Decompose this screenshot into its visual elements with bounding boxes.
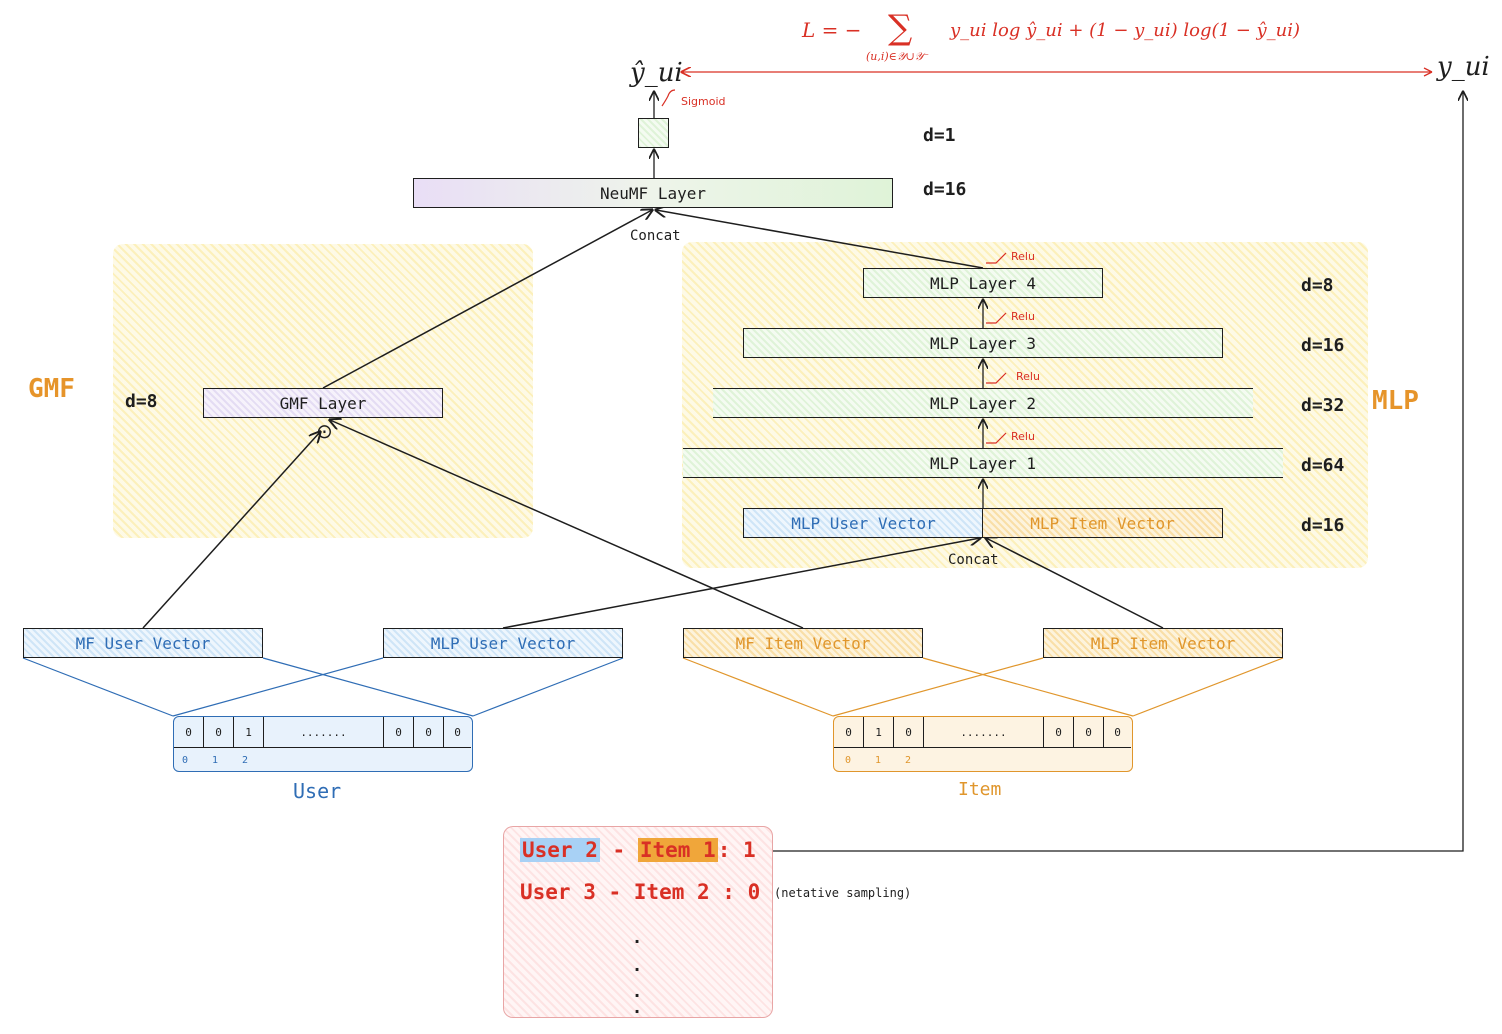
mlp-layer-4: MLP Layer 4 [863, 268, 1103, 298]
sample-row-2: User 3 - Item 2 : 0 [520, 880, 761, 904]
y-hat-label: ŷ_ui [630, 58, 683, 88]
user-cell: 0 [454, 725, 461, 739]
negative-sampling-note: (netative sampling) [774, 886, 912, 900]
sample-value: : 1 [717, 838, 756, 862]
dim-mlp1: d=64 [1301, 455, 1345, 476]
item-cell: 0 [834, 717, 864, 747]
mf-item-vector-label: MF Item Vector [735, 633, 871, 653]
item-index: 0 [845, 755, 852, 766]
neumf-layer: NeuMF Layer [413, 178, 893, 208]
dim-gmf: d=8 [125, 391, 158, 412]
item-index: 2 [905, 755, 912, 766]
y-label: y_ui [1437, 52, 1490, 82]
mlp-user-vector-concat: MLP User Vector [743, 508, 984, 538]
mlp-layer-1: MLP Layer 1 [683, 448, 1283, 478]
sample-continuation-dot: . [634, 982, 641, 1001]
mlp-layer-1-label: MLP Layer 1 [930, 453, 1036, 473]
dim-neumf: d=16 [923, 179, 967, 200]
mlp-layer-2-label: MLP Layer 2 [930, 393, 1036, 413]
user-cell: 0 [204, 717, 234, 747]
sample-item-highlight: Item 1 [637, 838, 718, 862]
loss-sum-symbol: ∑ [888, 8, 913, 48]
relu-label-4: Relu [1011, 250, 1035, 263]
item-label: Item [958, 779, 1002, 800]
sample-continuation-dot: . [634, 998, 641, 1017]
dim-output: d=1 [923, 125, 956, 146]
concat-mid-label: Concat [948, 552, 999, 568]
mlp-section-label: MLP [1372, 386, 1419, 416]
mlp-item-vector: MLP Item Vector [1043, 628, 1283, 658]
user-cell: 0 [414, 717, 444, 747]
item-onehot-vector: 0 1 0 ....... 0 0 0 0 1 2 [833, 716, 1133, 772]
item-cell: 0 [1074, 717, 1104, 747]
user-cell: 1 [234, 717, 264, 747]
user-cell: 0 [174, 717, 204, 747]
item-cell: 0 [1044, 717, 1074, 747]
gmf-section-label: GMF [28, 374, 75, 404]
mlp-item-vector-concat-label: MLP Item Vector [1030, 513, 1175, 533]
mlp-layer-3: MLP Layer 3 [743, 328, 1223, 358]
user-onehot-vector: 0 0 1 ....... 0 0 0 0 1 2 [173, 716, 473, 772]
item-index: 1 [875, 755, 882, 766]
user-index: 2 [242, 755, 249, 766]
dim-mlp4: d=8 [1301, 275, 1334, 296]
loss-lhs: L = − [802, 18, 862, 42]
item-cell: 0 [894, 717, 924, 747]
item-cell-ellipsis: ....... [924, 717, 1044, 747]
concat-top-label: Concat [630, 228, 681, 244]
mlp-user-vector: MLP User Vector [383, 628, 623, 658]
loss-rhs: y_ui log ŷ_ui + (1 − y_ui) log(1 − ŷ_ui) [950, 20, 1301, 41]
mlp-layer-2: MLP Layer 2 [713, 388, 1253, 418]
mf-user-vector-label: MF User Vector [75, 633, 211, 653]
mlp-item-vector-label: MLP Item Vector [1090, 633, 1236, 653]
user-label: User [293, 779, 342, 803]
output-node [638, 118, 669, 148]
gmf-layer-label: GMF Layer [279, 393, 367, 413]
relu-label-3: Relu [1011, 310, 1035, 323]
neumf-layer-label: NeuMF Layer [600, 183, 706, 203]
loss-arrow-right-head [1423, 67, 1433, 73]
item-cell: 0 [1114, 725, 1121, 739]
label-feedback-line [773, 92, 1463, 852]
mlp-layer-3-label: MLP Layer 3 [930, 333, 1036, 353]
user-index: 0 [182, 755, 189, 766]
user-cell-ellipsis: ....... [264, 717, 384, 747]
sample-separator: - [612, 838, 626, 862]
sample-continuation-dot: . [634, 956, 641, 975]
mf-item-vector: MF Item Vector [683, 628, 923, 658]
sample-continuation-dot: . [634, 928, 641, 947]
sample-row-1: User 2 - Item 1: 1 [520, 838, 756, 862]
mlp-layer-4-label: MLP Layer 4 [930, 273, 1036, 293]
dim-mlp3: d=16 [1301, 335, 1345, 356]
hadamard-product-icon: ⊙ [316, 419, 333, 443]
item-cell: 1 [864, 717, 894, 747]
mlp-user-vector-concat-label: MLP User Vector [791, 513, 936, 533]
dim-mlp-concat: d=16 [1301, 515, 1345, 536]
relu-label-2: Relu [1016, 370, 1040, 383]
gmf-layer: GMF Layer [203, 388, 443, 418]
sample-user-highlight: User 2 [520, 838, 600, 862]
mlp-user-vector-label: MLP User Vector [430, 633, 576, 653]
loss-sum-subscript: (u,i)∈𝒴∪𝒴⁻ [866, 50, 930, 63]
dim-mlp2: d=32 [1301, 395, 1345, 416]
mlp-item-vector-concat: MLP Item Vector [982, 508, 1223, 538]
user-cell: 0 [384, 717, 414, 747]
relu-label-1: Relu [1011, 430, 1035, 443]
user-index: 1 [212, 755, 219, 766]
sigmoid-label: Sigmoid [681, 95, 726, 108]
mf-user-vector: MF User Vector [23, 628, 263, 658]
